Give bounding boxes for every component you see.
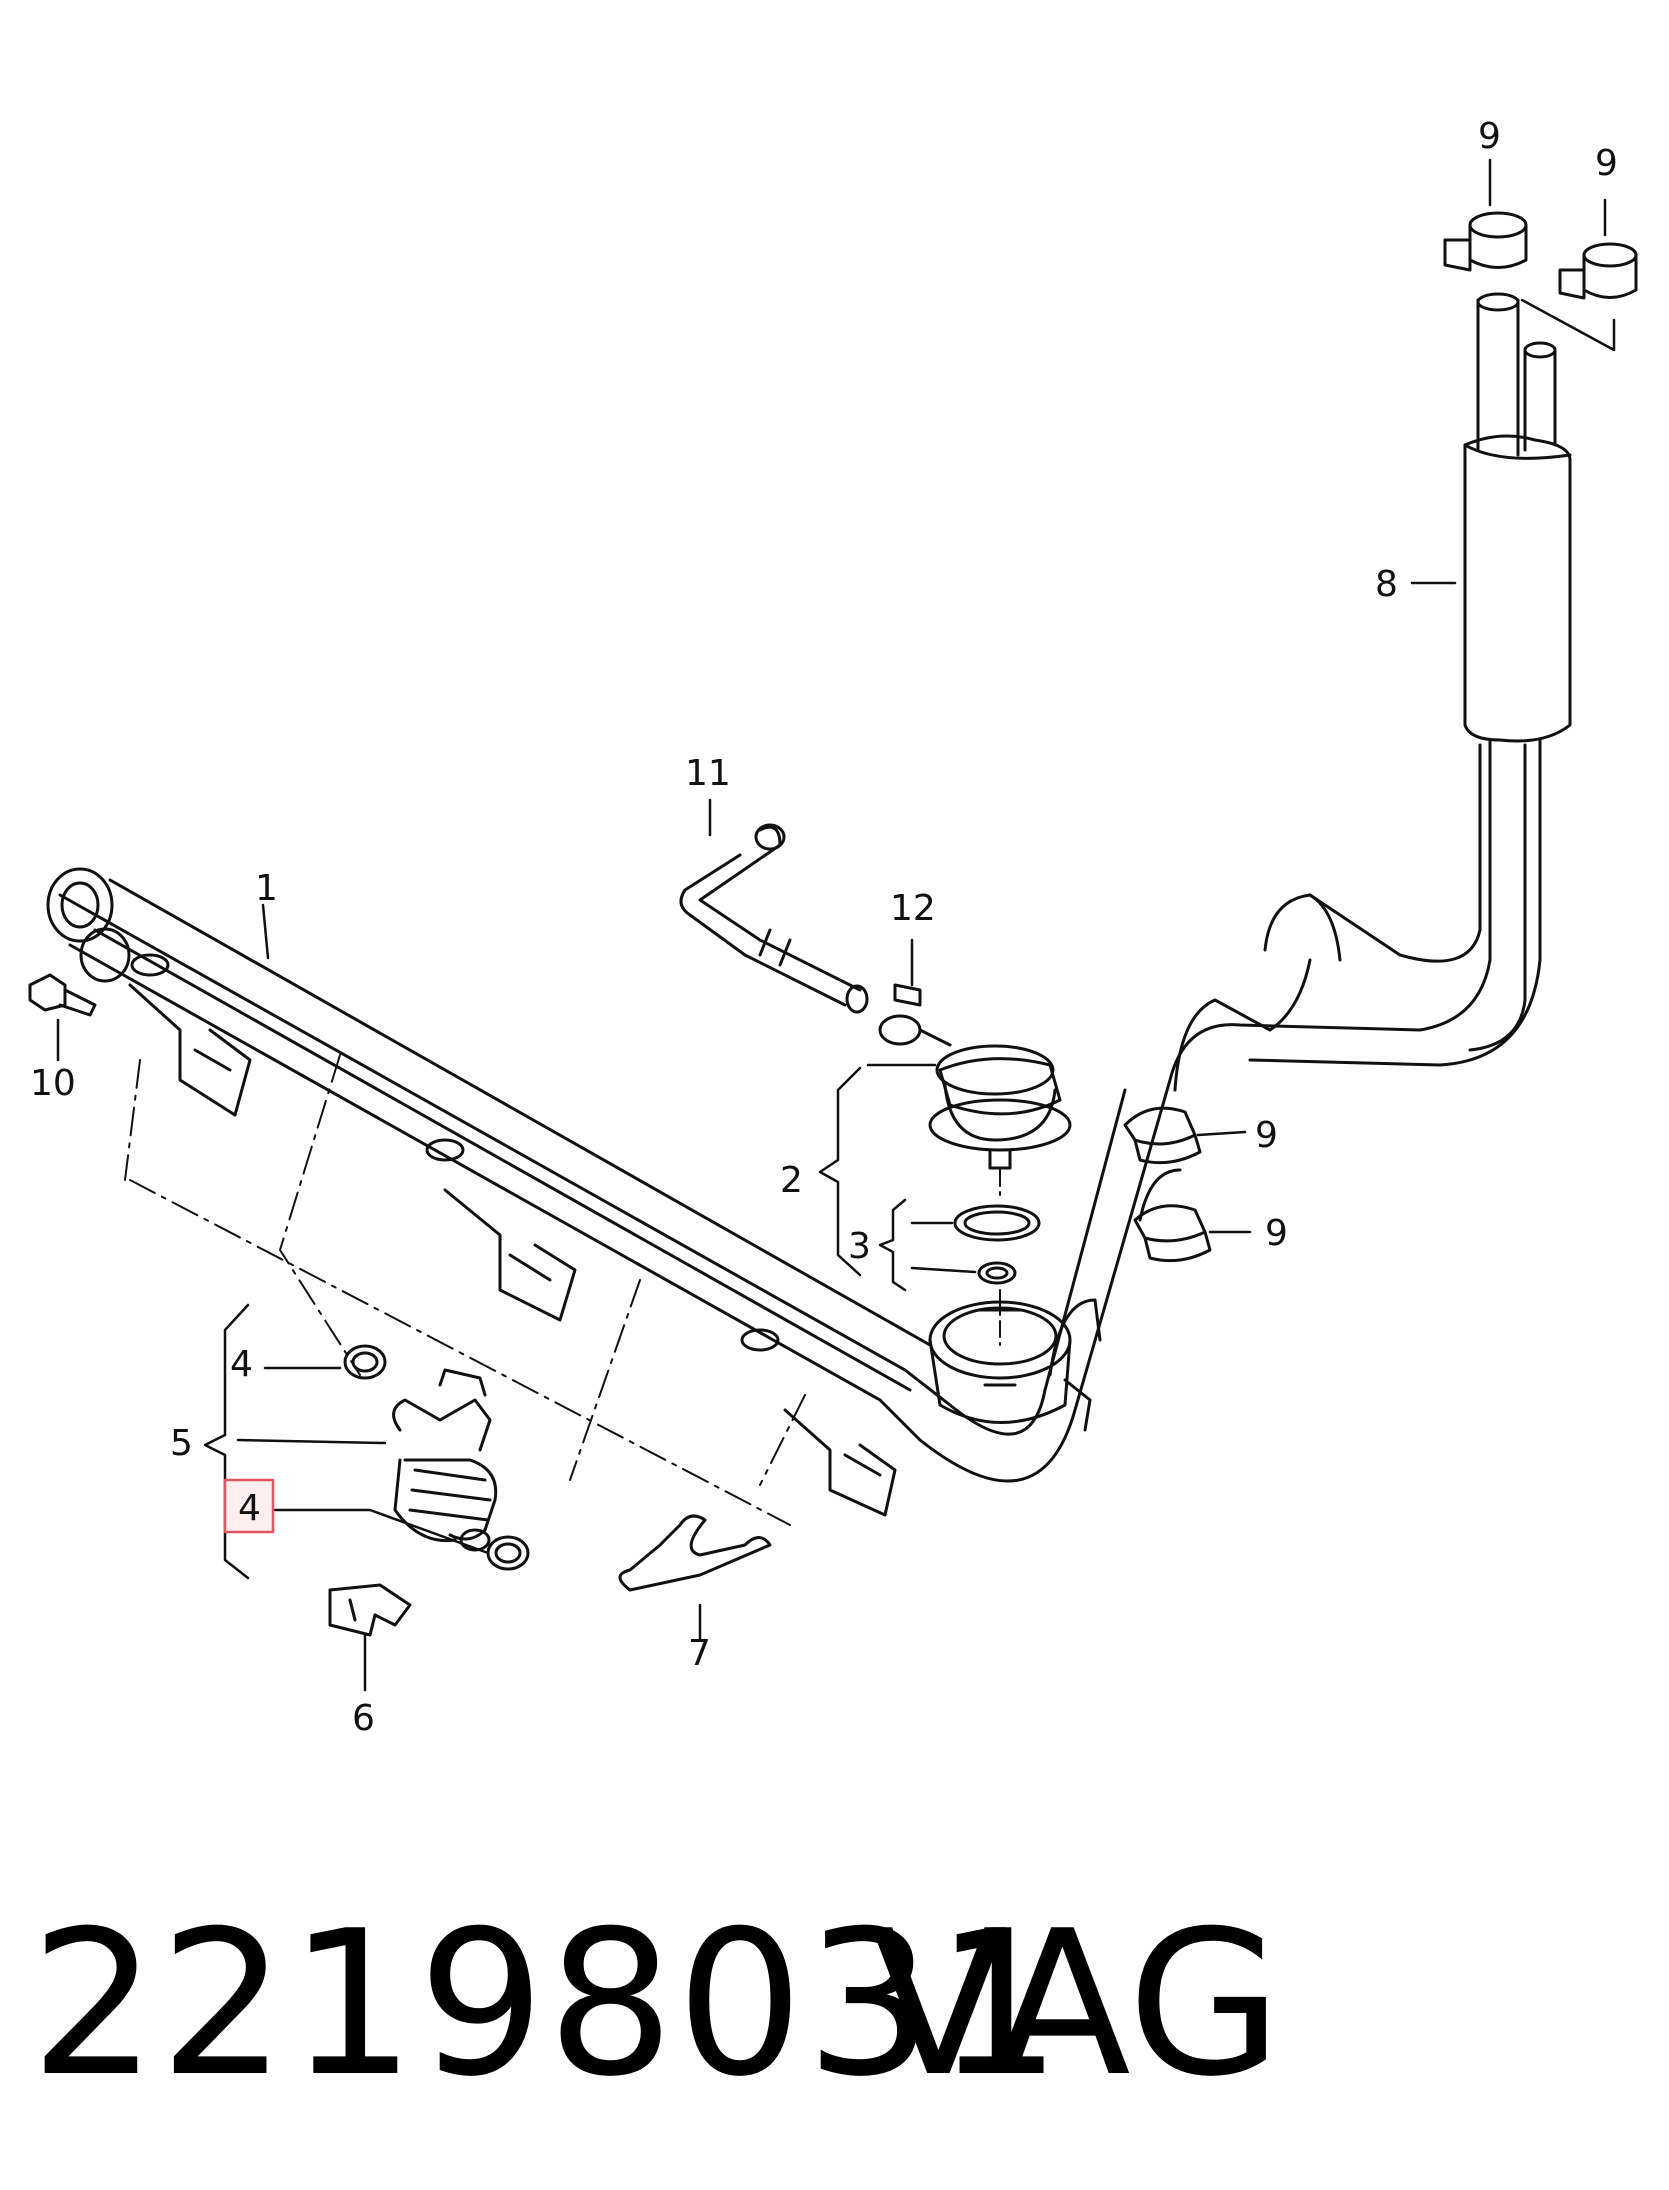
callout-3: 3 (848, 1226, 871, 1267)
o-ring-large (953, 1204, 1041, 1242)
callout-4-upper: 4 (230, 1344, 253, 1385)
hose-clamp-top-left (1443, 211, 1528, 272)
vacuum-clamp (878, 983, 952, 1047)
reference-lines (124, 1054, 806, 1526)
callout-1: 1 (255, 868, 278, 909)
o-ring-small (977, 1261, 1017, 1285)
highlight-box (223, 1478, 275, 1534)
spring-clip (618, 1514, 772, 1592)
hose-clamp-middle-lower (1133, 1204, 1212, 1263)
hose-clamp-top-right (1558, 242, 1638, 300)
callout-9-top-left: 9 (1478, 116, 1501, 157)
hose-clamp-middle-upper (1123, 1106, 1202, 1165)
retaining-clip (328, 1583, 412, 1637)
parts-diagram: 1 2 3 4 5 4 6 7 8 9 9 9 9 10 11 12 (28, 116, 1638, 1739)
injector-o-ring-upper (343, 1344, 387, 1380)
callout-2: 2 (780, 1160, 803, 1201)
callout-6: 6 (352, 1698, 375, 1739)
regulator-housing (928, 1289, 1092, 1432)
pressure-regulator (928, 1044, 1072, 1201)
mounting-bolt (28, 973, 97, 1017)
callout-5: 5 (170, 1423, 193, 1464)
callout-9-middle-upper: 9 (1255, 1115, 1278, 1156)
fuel-injector (392, 1368, 498, 1552)
vacuum-hose (679, 823, 869, 1014)
brand-name: VAG (870, 1888, 1283, 2121)
part-number: 22198031 (30, 1888, 1064, 2121)
callout-brackets (203, 1066, 907, 1580)
callout-11: 11 (685, 753, 731, 794)
callout-10: 10 (30, 1063, 76, 1104)
injector-o-ring-lower (486, 1535, 530, 1571)
callout-7: 7 (688, 1633, 711, 1674)
fuel-filter-sleeve (1463, 292, 1572, 743)
callout-9-top-right: 9 (1595, 143, 1618, 184)
callout-4-lower: 4 (238, 1488, 261, 1529)
return-hose (878, 738, 1542, 1483)
callout-9-middle-lower: 9 (1265, 1213, 1288, 1254)
callout-12: 12 (890, 888, 936, 929)
fuel-rail (46, 867, 932, 1517)
callout-8: 8 (1375, 564, 1398, 605)
leader-lines (56, 158, 1616, 1692)
